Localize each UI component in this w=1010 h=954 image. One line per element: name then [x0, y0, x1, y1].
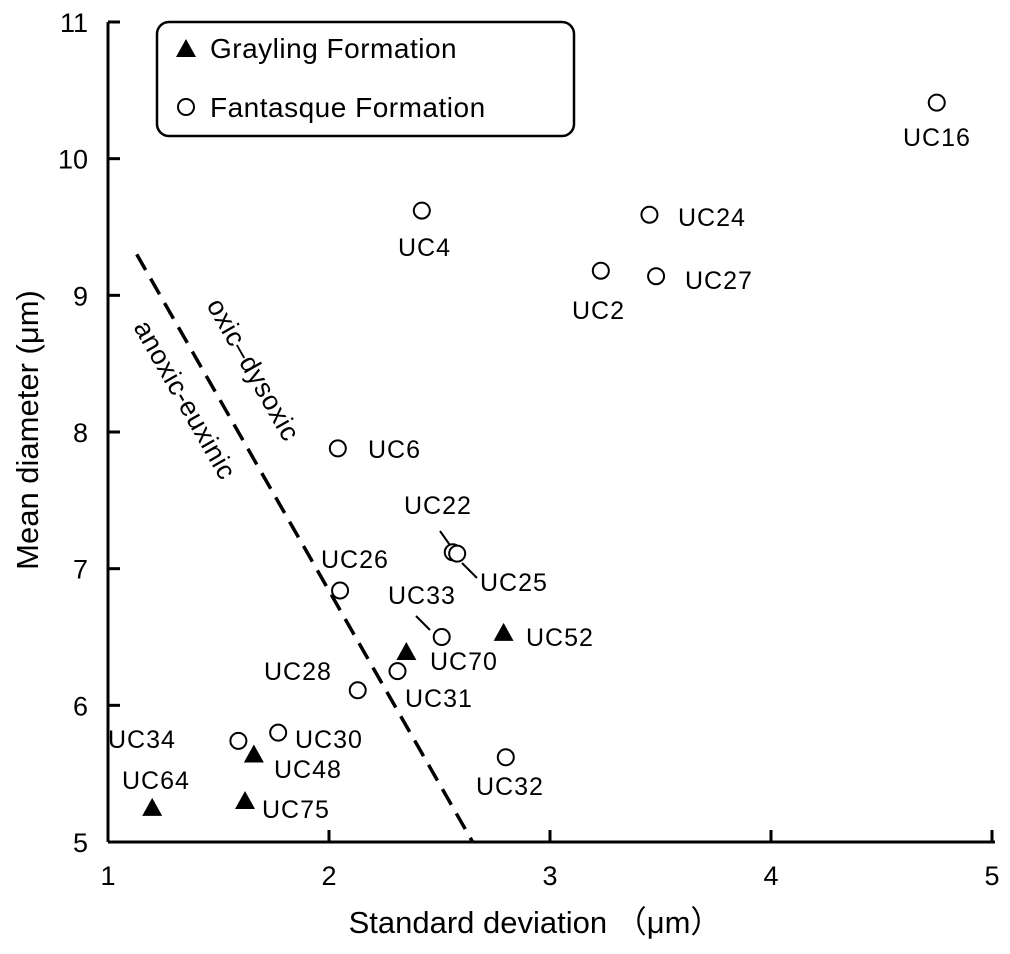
point-label-uc28: UC28: [264, 658, 332, 686]
point-uc27: [647, 267, 666, 286]
point-uc32: [496, 748, 515, 767]
point-uc30: [269, 723, 288, 742]
x-tick-label: 4: [763, 861, 778, 891]
point-label-uc4: UC4: [398, 234, 451, 262]
x-tick-label: 1: [100, 861, 115, 891]
y-tick-label: 8: [73, 418, 88, 448]
legend-triangle-marker: [176, 39, 196, 57]
point-uc48: [243, 744, 264, 763]
y-tick-label: 9: [73, 281, 88, 311]
point-label-uc6: UC6: [368, 436, 421, 464]
x-tick-label: 5: [984, 861, 999, 891]
y-tick-label: 10: [58, 145, 88, 175]
point-label-uc48: UC48: [274, 756, 342, 784]
point-uc16: [927, 93, 946, 112]
point-label-uc34: UC34: [108, 726, 176, 754]
point-uc75: [235, 791, 256, 809]
point-label-uc32: UC32: [476, 773, 544, 801]
point-label-uc24: UC24: [678, 204, 746, 232]
y-tick-label: 7: [73, 555, 88, 585]
leader-line-uc25: [461, 562, 478, 579]
point-uc33: [432, 628, 451, 646]
y-tick-label: 11: [60, 8, 88, 38]
leader-line-uc33: [415, 615, 431, 631]
point-label-uc22: UC22: [404, 492, 472, 520]
point-uc70: [396, 642, 417, 661]
point-uc26: [331, 581, 350, 600]
point-label-uc52: UC52: [526, 624, 594, 652]
point-label-uc26: UC26: [321, 546, 389, 574]
x-axis-title: Standard deviation （μm）: [349, 905, 722, 940]
legend: Grayling Formation Fantasque Formation: [155, 20, 576, 138]
oxic-anoxic-boundary-line: [135, 253, 475, 843]
x-tick-label: 3: [542, 861, 557, 891]
point-uc4: [412, 201, 431, 220]
point-label-uc70: UC70: [430, 648, 498, 676]
y-axis-title: Mean diameter (μm): [10, 290, 45, 570]
point-uc25: [448, 544, 467, 563]
point-uc28: [348, 681, 367, 700]
point-label-uc30: UC30: [295, 726, 363, 754]
point-label-uc31: UC31: [405, 685, 473, 713]
point-label-uc27: UC27: [685, 267, 753, 295]
point-uc31: [388, 662, 407, 681]
point-label-uc64: UC64: [122, 767, 190, 795]
point-uc2: [591, 261, 610, 280]
legend-box: [155, 20, 576, 138]
point-label-uc16: UC16: [903, 124, 971, 152]
y-tick-label: 6: [73, 691, 88, 721]
point-uc6: [328, 439, 347, 458]
x-tick-label: 2: [321, 861, 336, 891]
point-uc52: [493, 622, 514, 641]
legend-circle-marker: [177, 98, 195, 116]
y-tick-label: 5: [73, 828, 88, 858]
point-label-uc2: UC2: [572, 297, 625, 325]
legend-label-grayling: Grayling Formation: [210, 33, 457, 64]
point-uc24: [640, 205, 659, 224]
point-label-uc33: UC33: [388, 582, 456, 610]
legend-label-fantasque: Fantasque Formation: [210, 92, 486, 123]
point-uc64: [142, 797, 163, 816]
point-uc34: [229, 731, 248, 750]
point-label-uc25: UC25: [480, 569, 548, 597]
point-label-uc75: UC75: [262, 796, 330, 824]
